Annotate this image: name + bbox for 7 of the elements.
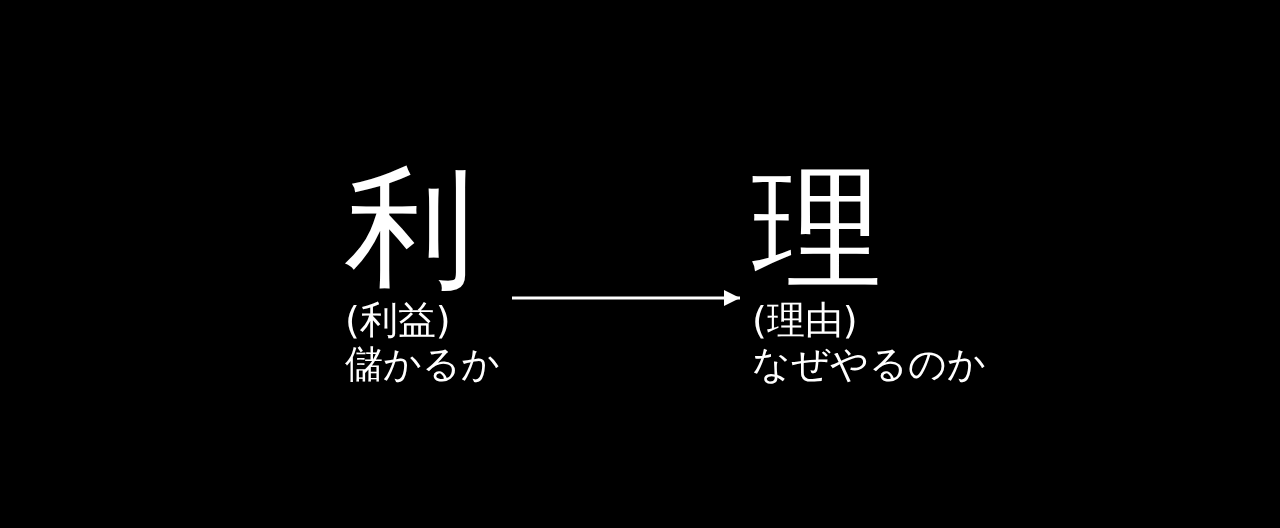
caption-text: (理由) [752,298,858,342]
caption-text: (利益) [345,298,451,342]
kanji-heading: 理 [752,158,882,298]
kanji-heading: 利 [345,158,475,298]
caption-text: 儲かるか [345,342,500,386]
arrow [512,290,740,306]
caption-text: なぜやるのか [752,342,986,386]
